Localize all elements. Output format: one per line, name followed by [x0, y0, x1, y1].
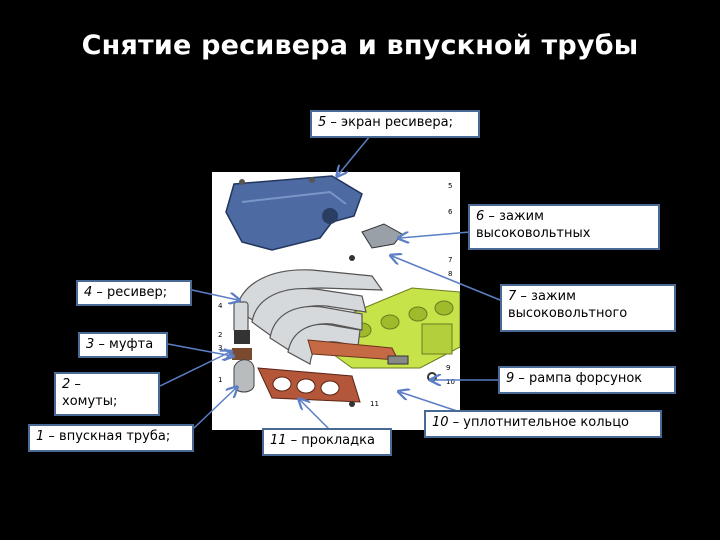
callout-gasket: 11 – прокладка — [262, 428, 392, 456]
callout-text: – прокладка — [287, 433, 375, 448]
gasket — [258, 368, 360, 407]
engine-diagram-photo: 5 6 7 8 4 2 3 1 10 9 11 — [212, 172, 460, 430]
callout-text: – уплотнительное кольцо — [449, 415, 629, 430]
part-number-11: 11 — [370, 400, 379, 408]
receiver-screen — [226, 176, 362, 250]
part-number-10: 10 — [446, 378, 455, 386]
intake-pipe — [234, 360, 254, 392]
callout-intake-pipe: 1 – впускная труба; — [28, 424, 194, 452]
leader-5 — [338, 136, 370, 175]
callout-text: – зажим высоковольтных — [476, 209, 590, 241]
part-number-6: 6 — [448, 208, 453, 216]
callout-text: – муфта — [94, 337, 153, 352]
hv-clamp — [349, 224, 402, 261]
callout-text: – впускная труба; — [44, 429, 170, 444]
callout-number: 10 — [432, 415, 449, 430]
callout-text: – рампа форсунок — [514, 371, 642, 386]
part-number-2: 2 — [218, 331, 222, 339]
part-number-1: 1 — [218, 376, 222, 384]
slide-title: Снятие ресивера и впускной трубы — [0, 30, 720, 61]
callout-hv-wire-clamp: 6 – зажим высоковольтных — [468, 204, 660, 250]
coupling — [232, 330, 252, 360]
callout-receiver: 4 – ресивер; — [76, 280, 192, 306]
part-number-9: 9 — [446, 364, 450, 372]
callout-sealing-ring: 10 – уплотнительное кольцо — [424, 410, 662, 438]
callout-clamps: 2 – хомуты; — [54, 372, 160, 416]
engine-diagram-illustration: 5 6 7 8 4 2 3 1 10 9 11 — [212, 172, 460, 430]
callout-hv-clamp: 7 – зажим высоковольтного — [500, 284, 676, 332]
callout-text: – экран ресивера; — [326, 115, 453, 130]
callout-coupling: 3 – муфта — [78, 332, 168, 358]
part-number-3: 3 — [218, 344, 222, 352]
callout-number: 11 — [270, 433, 287, 448]
callout-fuel-rail: 9 – рампа форсунок — [498, 366, 676, 394]
part-number-7: 7 — [448, 256, 452, 264]
callout-receiver-screen: 5 – экран ресивера; — [310, 110, 480, 138]
part-number-5: 5 — [448, 182, 452, 190]
part-number-8: 8 — [448, 270, 452, 278]
callout-text: – зажим высоковольтного — [508, 289, 627, 321]
callout-text: – ресивер; — [92, 285, 167, 300]
callout-text: – хомуты; — [62, 377, 117, 409]
part-number-4: 4 — [218, 302, 223, 310]
